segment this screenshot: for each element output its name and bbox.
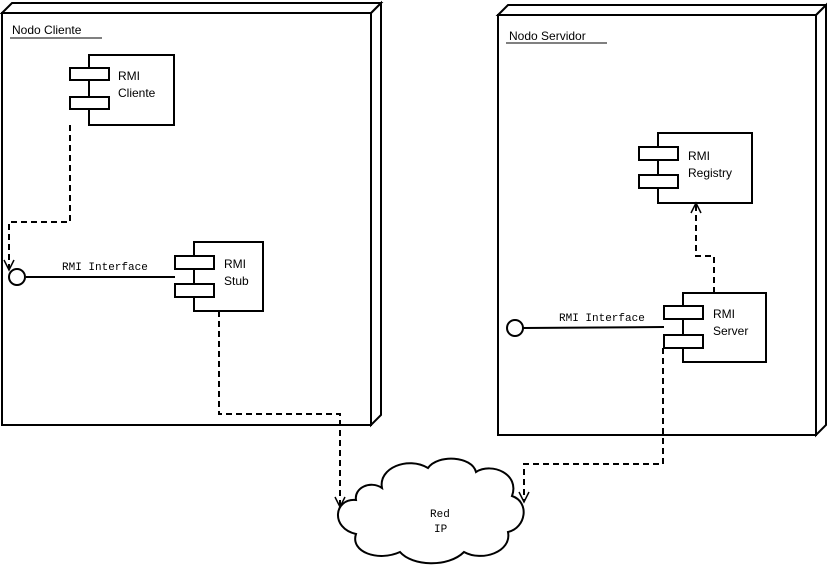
client-interface-label: RMI Interface xyxy=(62,262,148,274)
arrowhead-icon xyxy=(690,201,702,214)
rmi-server-label-2: Server xyxy=(713,324,748,338)
client-node-title: Nodo Cliente xyxy=(12,23,82,37)
rmi-server-label-1: RMI xyxy=(713,307,735,321)
rmi-cliente-label-1: RMI xyxy=(118,69,140,83)
network-cloud[interactable]: Red IP xyxy=(337,457,525,565)
rmi-stub-label-2: Stub xyxy=(224,274,249,288)
arrowhead-icon xyxy=(518,491,530,504)
rmi-registry-label-1: RMI xyxy=(688,149,710,163)
server-node-title: Nodo Servidor xyxy=(509,29,586,43)
arrowhead-icon xyxy=(3,259,15,272)
rmi-registry-component[interactable]: RMI Registry xyxy=(638,132,753,204)
client-node: Nodo Cliente xyxy=(0,0,384,428)
interface-circle-icon xyxy=(506,319,524,337)
server-interface-label: RMI Interface xyxy=(559,313,645,325)
dependency-server-to-registry xyxy=(690,201,715,293)
rmi-cliente-label-2: Cliente xyxy=(118,86,156,100)
network-label-2: IP xyxy=(434,524,448,536)
interface-circle-icon xyxy=(8,268,26,286)
dependency-cliente-to-interface xyxy=(3,125,71,272)
dependency-server-to-network xyxy=(518,348,664,504)
server-node: Nodo Servidor xyxy=(495,2,827,438)
rmi-stub-label-1: RMI xyxy=(224,257,246,271)
rmi-server-component[interactable]: RMI Server xyxy=(663,292,767,363)
client-rmi-interface[interactable]: RMI Interface xyxy=(8,262,175,286)
rmi-cliente-component[interactable]: RMI Cliente xyxy=(69,54,175,126)
rmi-registry-label-2: Registry xyxy=(688,166,732,180)
rmi-stub-component[interactable]: RMI Stub xyxy=(174,241,264,312)
network-label-1: Red xyxy=(430,509,450,521)
server-rmi-interface[interactable]: RMI Interface xyxy=(506,313,665,337)
cloud-icon xyxy=(337,457,525,565)
